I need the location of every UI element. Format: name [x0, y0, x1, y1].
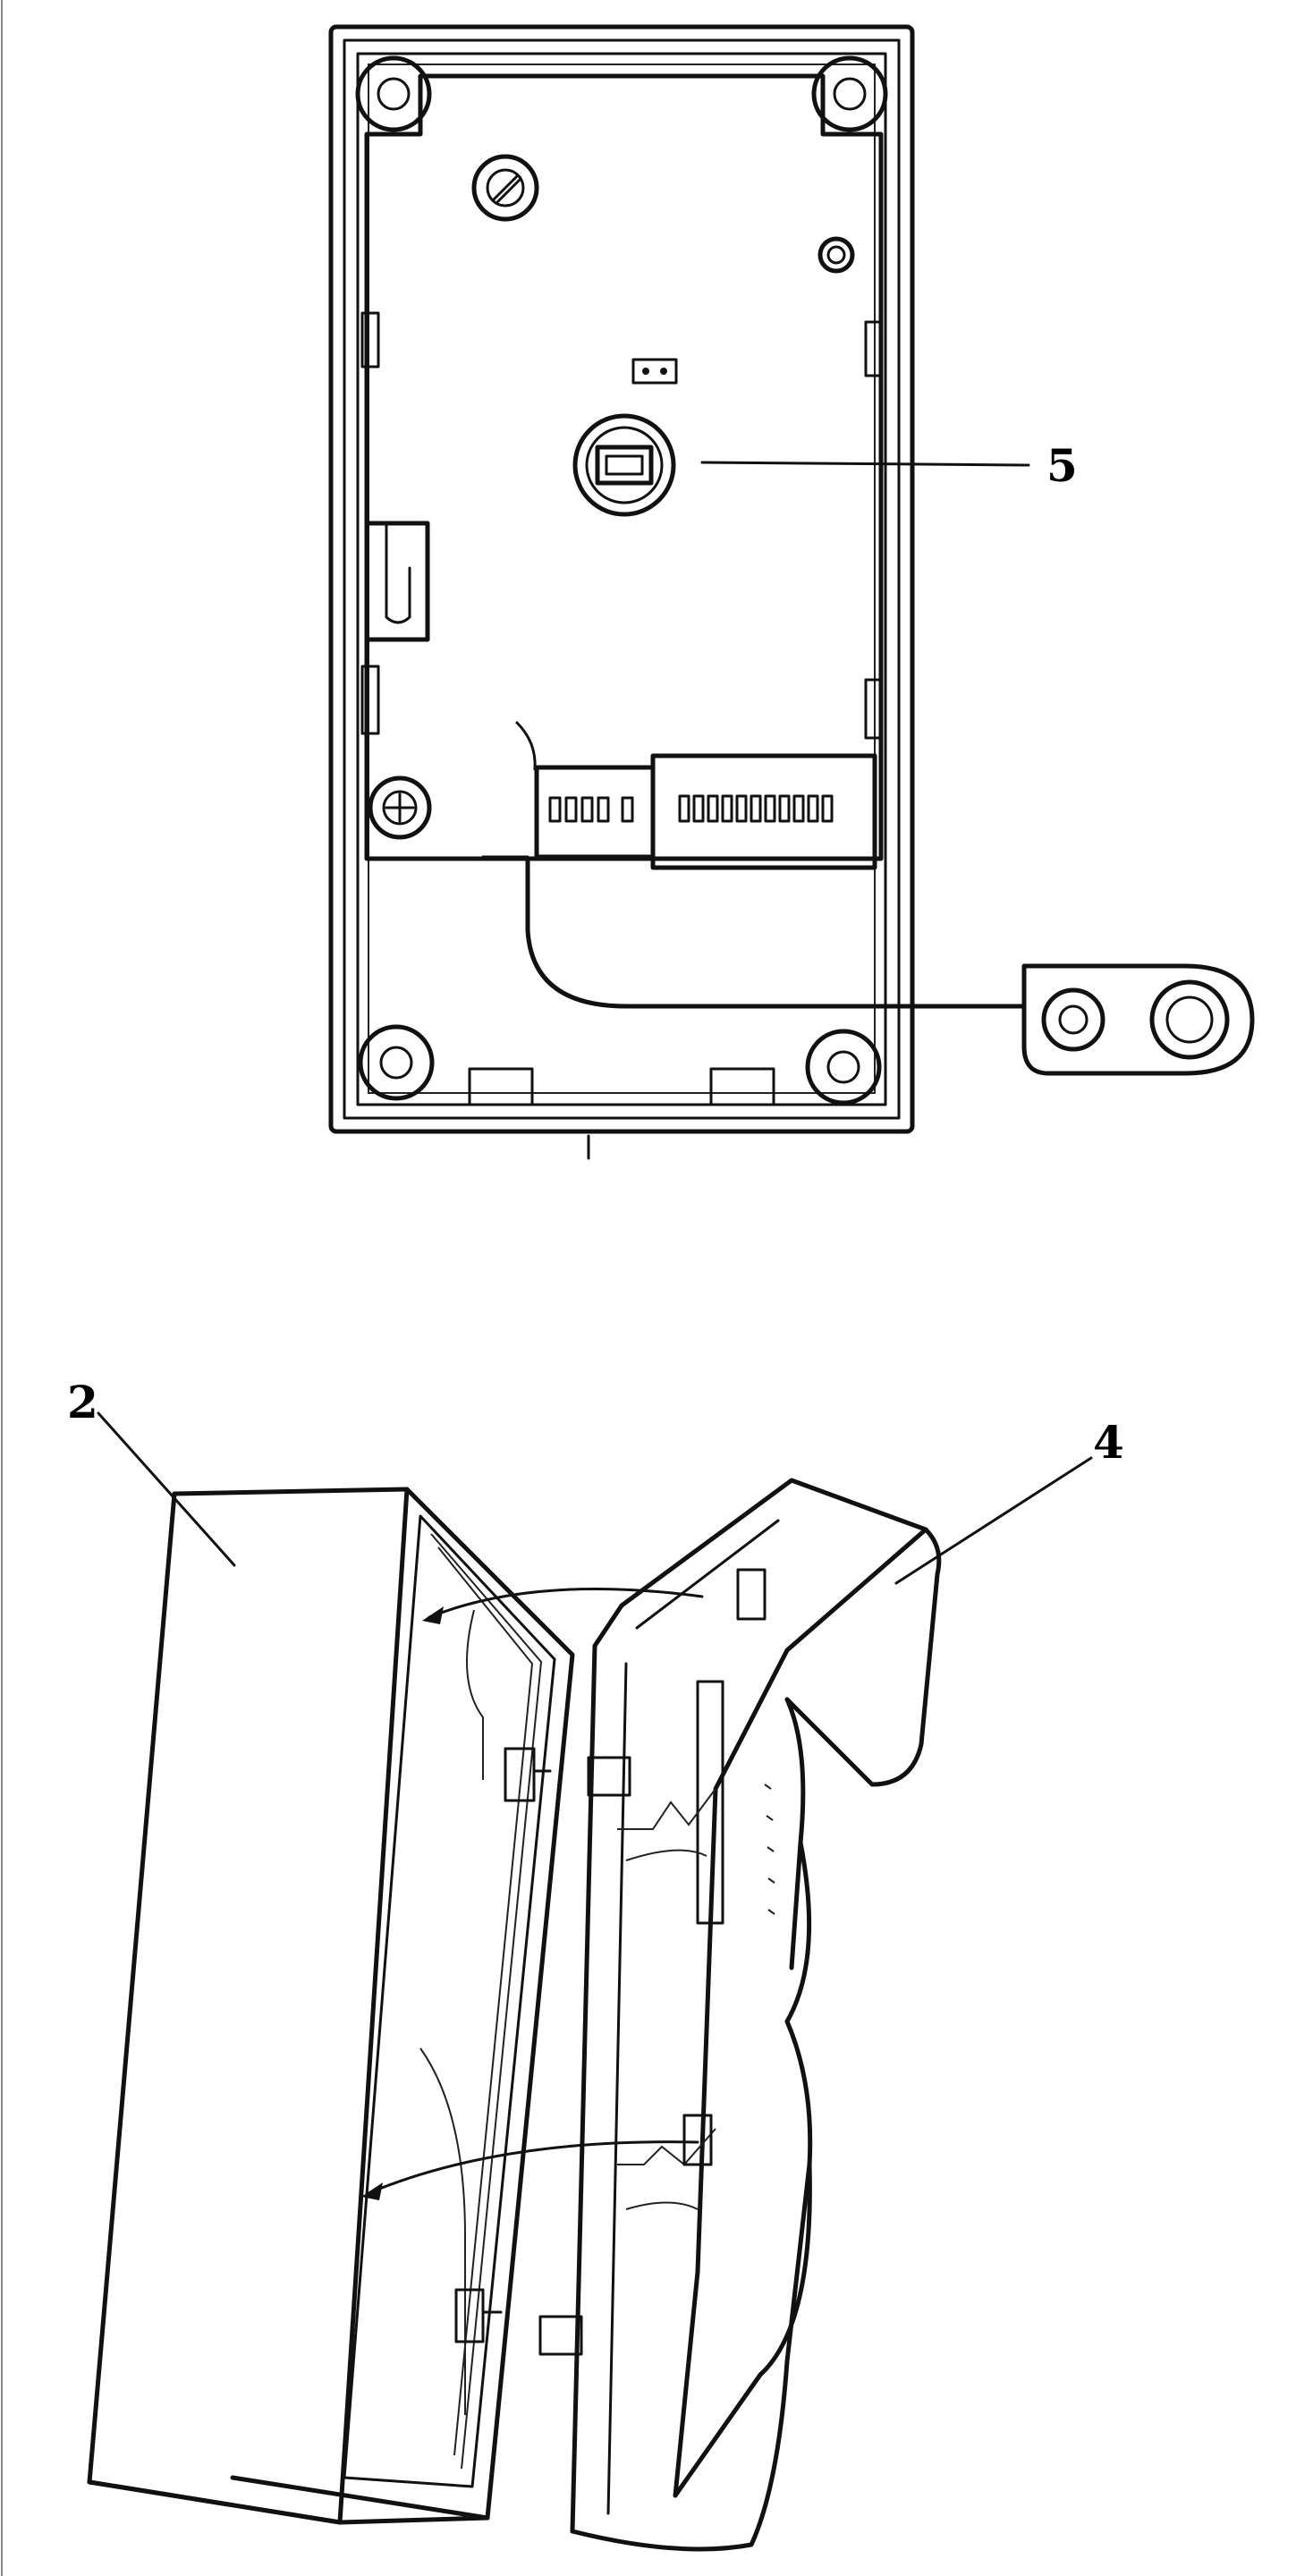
left-cover-clip-upper: [504, 1747, 536, 1802]
dip-switch-small: [534, 765, 656, 860]
board-screw: [471, 154, 539, 222]
left-cover-bottom-face: [87, 2475, 490, 2525]
right-cover-clip-lower: [538, 2315, 583, 2356]
left-cover-clip-lower: [454, 2288, 485, 2343]
right-cover-slot: [696, 1680, 724, 1925]
housing-inner-wall: [356, 52, 887, 1106]
right-cover-clip-upper: [587, 1756, 631, 1797]
left-cover-inner-detail: [419, 1609, 484, 2415]
exploded-view: [87, 1411, 1093, 2552]
left-cover-front-face: [87, 1487, 410, 2525]
right-cover-clip-mid: [682, 2114, 713, 2166]
left-cover-side-outer: [404, 1487, 575, 2521]
callout-4-leader: [894, 1456, 1093, 1585]
left-cover-rim-inner: [343, 1514, 556, 2488]
right-cover-clip-top: [736, 1568, 767, 1621]
housing-rim: [343, 38, 901, 1120]
dip-switch-large: [650, 753, 877, 870]
right-cover-inner-edge: [673, 1648, 790, 2498]
wire-guide-bracket: [364, 521, 430, 642]
jumper-connector: [631, 358, 678, 385]
assembly-arrow-upper: [422, 1587, 704, 1624]
right-cover-inner-curve: [625, 1849, 707, 2210]
housing-floor-edge: [368, 64, 876, 1094]
callout-2-leader: [97, 1411, 236, 1567]
left-cover-rim-line-1: [430, 1533, 543, 2470]
battery-lead: [525, 856, 1029, 1009]
battery-clip: [1021, 963, 1255, 1076]
board-wire: [515, 721, 537, 771]
callout-5-leader: [700, 461, 1030, 467]
circuit-board-outline: [364, 73, 884, 861]
sensor-component: [572, 413, 676, 517]
side-clip-right-1: [864, 320, 884, 377]
right-cover-end-face: [784, 1527, 942, 1787]
right-cover-split-edge: [570, 1603, 624, 2534]
right-cover-zigzag-detail: [617, 1788, 716, 2166]
housing-outer-frame: [328, 24, 915, 1134]
phillips-screw: [368, 775, 432, 840]
top-view-housing: [328, 24, 1255, 1160]
side-clip-left-2: [360, 665, 380, 735]
corner-screw-boss-top-left: [355, 55, 432, 132]
callout-5-label: 5: [1046, 439, 1078, 492]
right-cover-bottom-face: [673, 2162, 812, 2498]
left-cover-rim-line-2: [437, 1546, 534, 2456]
corner-screw-boss-bottom-right: [805, 1029, 882, 1106]
right-cover-vent-marks: [764, 1784, 775, 1915]
right-cover-top-face: [619, 1478, 928, 1653]
assembly-arrow-lower: [361, 2140, 699, 2200]
bottom-tab-right: [709, 1067, 775, 1106]
bottom-tab-left: [468, 1067, 534, 1106]
corner-screw-boss-bottom-left: [358, 1024, 435, 1101]
led-indicator: [817, 236, 855, 274]
side-clip-right-2: [864, 678, 884, 740]
callout-4-label: 4: [1093, 1416, 1124, 1469]
right-cover-rounded-end: [570, 1697, 813, 2552]
left-cover: [87, 1487, 575, 2525]
corner-screw-boss-top-right: [811, 55, 888, 132]
side-clip-left-1: [360, 311, 380, 369]
right-cover-inner-wall: [606, 1519, 780, 2515]
right-cover: [538, 1478, 942, 2552]
callout-2-label: 2: [67, 1376, 98, 1428]
